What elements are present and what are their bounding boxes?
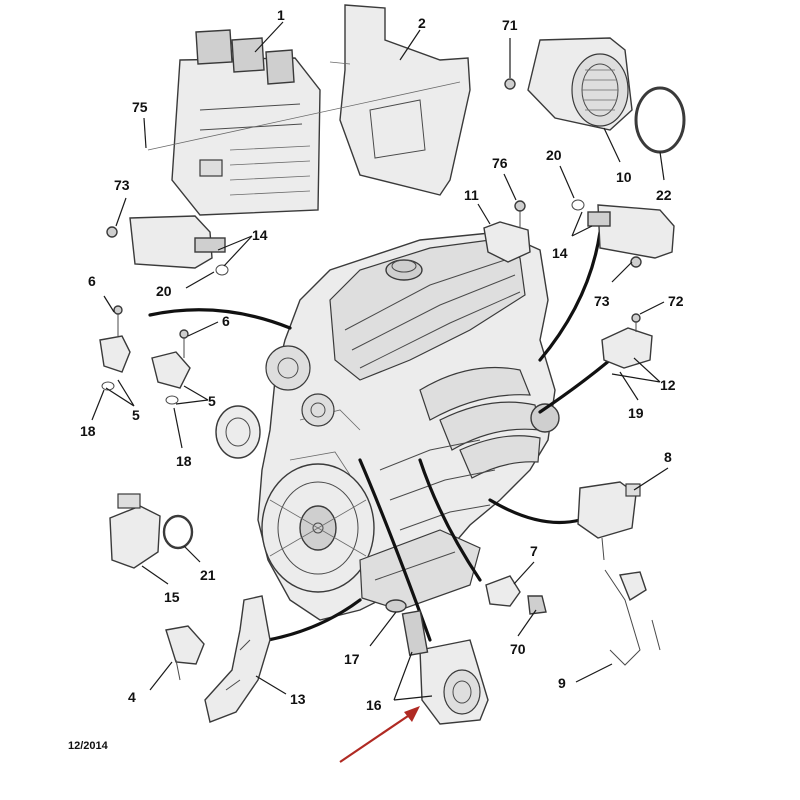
camshaft-sensor: [483, 200, 531, 263]
mounting-bracket: [147, 4, 471, 196]
callout-20-right: 20: [546, 147, 562, 163]
callout-13: 13: [290, 691, 306, 707]
callout-8: 8: [664, 449, 672, 465]
pressure-sensor: [577, 481, 641, 561]
callout-10: 10: [616, 169, 632, 185]
highlight-arrow: [339, 706, 420, 763]
callout-17: 17: [344, 651, 360, 667]
egr-valve-sensor: [485, 575, 547, 615]
callout-5-left: 5: [132, 407, 140, 423]
callout-15: 15: [164, 589, 180, 605]
callout-22: 22: [656, 187, 672, 203]
thermostat-housing: [109, 493, 194, 569]
callout-70: 70: [510, 641, 526, 657]
mass-airflow-meter: [504, 37, 633, 131]
starter-motor[interactable]: [401, 609, 489, 725]
solenoid-valve-left: [106, 215, 229, 276]
callout-11: 11: [464, 187, 479, 203]
callout-1: 1: [277, 7, 285, 23]
phase-sensor-right: [151, 329, 191, 405]
callout-6-right: 6: [222, 313, 230, 329]
date-code: 12/2014: [68, 740, 109, 752]
oxygen-sensor: [604, 569, 661, 666]
ecu-module: [171, 29, 321, 216]
callout-73-left: 73: [114, 177, 130, 193]
callout-7: 7: [530, 543, 538, 559]
callout-5-right: 5: [208, 393, 216, 409]
callout-14-right: 14: [552, 245, 568, 261]
temperature-sensor: [165, 625, 205, 681]
callout-71: 71: [502, 17, 518, 33]
callout-19: 19: [628, 405, 644, 421]
callout-76: 76: [492, 155, 508, 171]
callout-14-left: 14: [252, 227, 268, 243]
starter-seal-ring: [385, 599, 407, 613]
leader-lines: [91, 21, 669, 701]
engine-assembly: [215, 231, 560, 621]
callout-6-left: 6: [88, 273, 96, 289]
air-meter-seal-ring: [634, 86, 686, 154]
knock-sensor: [601, 313, 653, 369]
callout-72: 72: [668, 293, 684, 309]
solenoid-valve-right: [571, 199, 675, 268]
callout-73-right: 73: [594, 293, 610, 309]
callout-18-left: 18: [80, 423, 96, 439]
callout-16: 16: [366, 697, 382, 713]
callout-18-right: 18: [176, 453, 192, 469]
callout-20-left: 20: [156, 283, 172, 299]
callout-75: 75: [132, 99, 148, 115]
callout-4: 4: [128, 689, 136, 705]
heat-shield: [204, 595, 271, 723]
callout-21: 21: [200, 567, 216, 583]
callout-2: 2: [418, 15, 426, 31]
phase-sensor-left: [99, 305, 131, 391]
callout-12: 12: [660, 377, 676, 393]
callout-9: 9: [558, 675, 566, 691]
callout-labels: 1 2 71 75 10 22 73 14 20 76 11 20 14 73 …: [80, 7, 684, 713]
